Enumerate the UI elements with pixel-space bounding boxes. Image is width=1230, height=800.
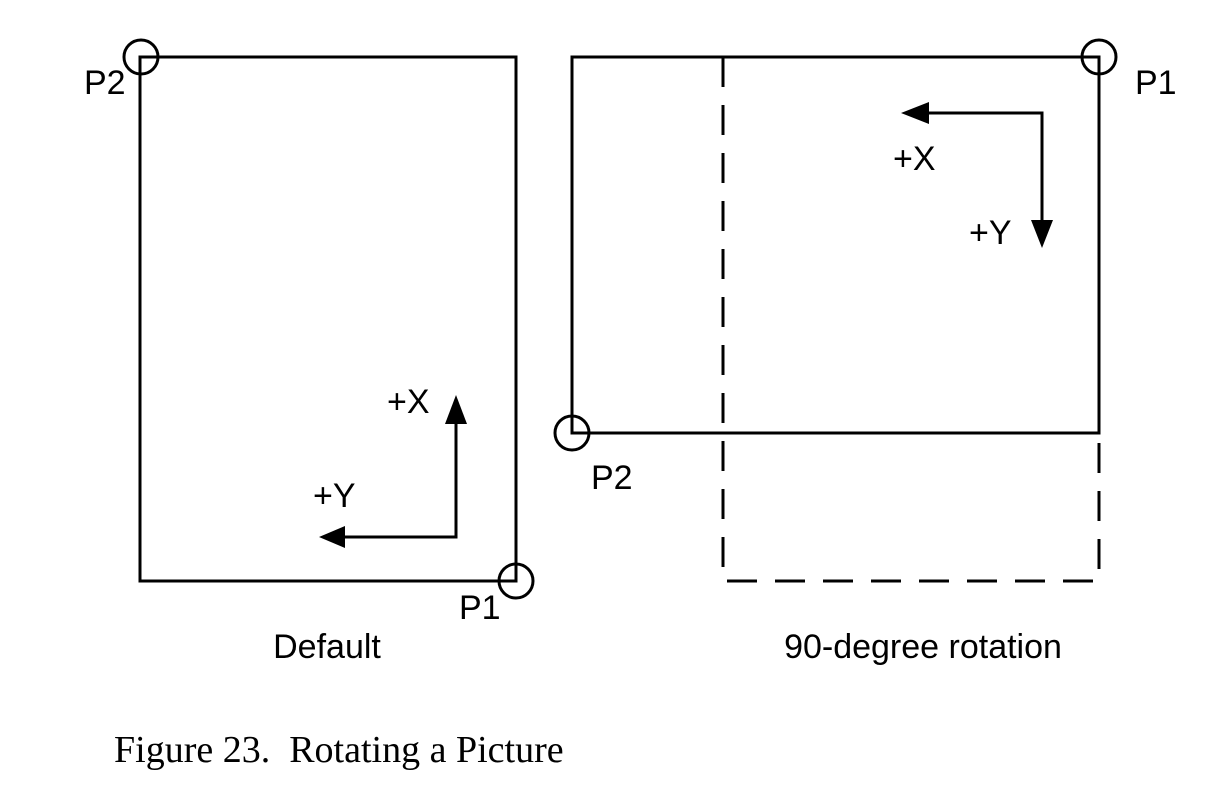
rotated-p2-label: P2 — [591, 459, 633, 497]
default-caption: Default — [273, 628, 381, 666]
default-y-axis-label: +Y — [313, 477, 356, 515]
rotated-p2-marker — [553, 414, 591, 452]
default-x-axis-label: +X — [387, 383, 430, 421]
rotated-x-axis-label: +X — [893, 140, 936, 178]
rotated-panel: P1 P2 +X +Y 90-degree rotation — [553, 38, 1177, 666]
default-page-frame — [138, 55, 518, 583]
default-y-arrowhead-icon — [319, 526, 345, 548]
default-p2-label: P2 — [84, 64, 126, 102]
default-p1-marker — [497, 562, 535, 600]
rotated-original-page-outline — [721, 57, 1101, 583]
default-p1-label: P1 — [459, 589, 501, 627]
default-axis-lines — [341, 420, 458, 539]
rotated-p1-label: P1 — [1135, 64, 1177, 102]
rotated-y-axis-label: +Y — [969, 214, 1012, 252]
figure-caption: Figure 23. Rotating a Picture — [114, 729, 564, 771]
default-panel: P2 P1 +X +Y Default — [84, 38, 535, 666]
rotated-page-frame — [570, 55, 1101, 435]
rotated-y-arrowhead-icon — [1031, 220, 1053, 248]
rotated-caption: 90-degree rotation — [784, 628, 1062, 666]
default-x-arrowhead-icon — [445, 395, 467, 424]
default-p2-marker — [122, 38, 160, 76]
rotated-p1-marker — [1080, 38, 1118, 76]
rotated-x-arrowhead-icon — [901, 102, 929, 124]
rotated-axis-lines — [925, 111, 1044, 222]
